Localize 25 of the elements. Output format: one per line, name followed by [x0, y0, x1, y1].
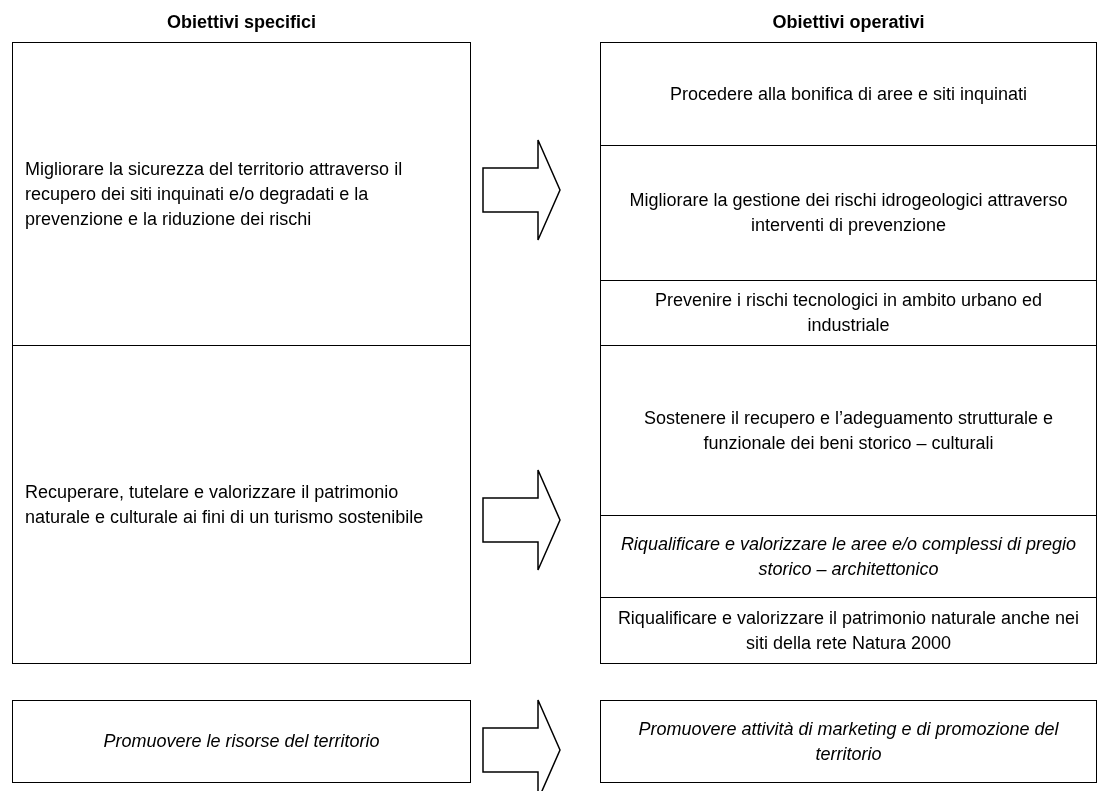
objective-box: [600, 515, 1097, 598]
objective-text: Sostenere il recupero e l’adeguamento strutturale e funzionale dei beni storico – culturali: [642, 406, 1055, 455]
objective-text: Recuperare, tutelare e valorizzare il patrimonio naturale e culturale ai fini di un turismo sostenibile: [25, 480, 425, 529]
block-arrow: [482, 469, 561, 571]
column-heading: Obiettivi operativi: [771, 11, 926, 34]
column-heading: Obiettivi specifici: [165, 11, 317, 34]
objective-box: [600, 597, 1097, 664]
objective-text: Procedere alla bonifica di aree e siti inquinati: [669, 82, 1028, 106]
objective-box: [12, 345, 471, 664]
objective-box: [600, 42, 1097, 146]
objective-box: [12, 42, 471, 346]
objective-text: Prevenire i rischi tecnologici in ambito urbano ed industriale: [653, 289, 1044, 337]
objective-box: [600, 145, 1097, 281]
objective-box: [600, 280, 1097, 346]
objective-box: [600, 345, 1097, 516]
block-arrow: [482, 139, 561, 241]
block-arrow: [482, 699, 561, 791]
objective-text: Riqualificare e valorizzare le aree e/o complessi di pregio storico – architettonico: [619, 532, 1078, 581]
objective-text: Migliorare la gestione dei rischi idrogeologici attraverso interventi di prevenzione: [628, 189, 1069, 237]
objective-text: Promuovere le risorse del territorio: [103, 730, 380, 753]
objective-text: Promuovere attività di marketing e di promozione del territorio: [637, 717, 1060, 766]
objective-text: Riqualificare e valorizzare il patrimonio naturale anche nei siti della rete Natura 2000: [616, 606, 1081, 655]
objective-box: [12, 700, 471, 783]
objective-box: [600, 700, 1097, 783]
objective-text: Migliorare la sicurezza del territorio attraverso il recupero dei siti inquinati e/o degradati e la prevenzione e la riduzione dei rischi: [25, 157, 404, 231]
